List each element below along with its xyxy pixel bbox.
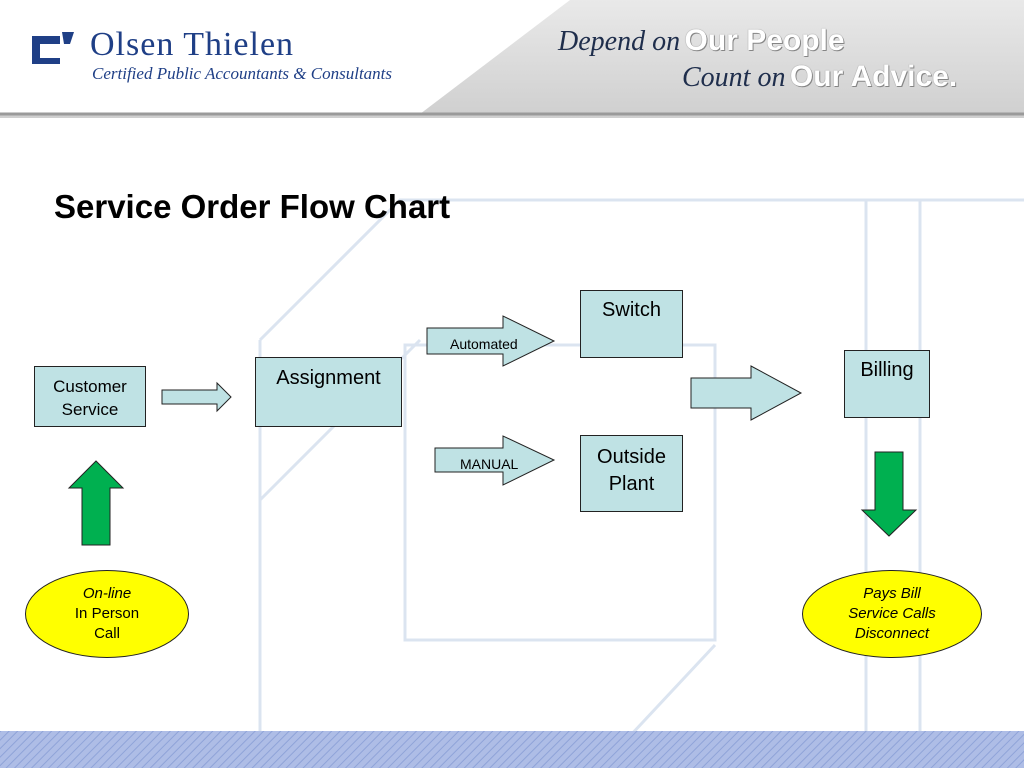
manual-label: MANUAL (460, 456, 519, 472)
header-banner: Olsen Thielen Certified Public Accountan… (0, 0, 1024, 118)
arrow-customer-to-assignment (161, 381, 232, 413)
ellipse-left: On-line In Person Call (25, 570, 189, 658)
node-billing: Billing (844, 350, 930, 418)
node-switch: Switch (580, 290, 683, 358)
node-outside-plant: Outside Plant (580, 435, 683, 512)
header-background (0, 0, 1024, 118)
logo-icon (32, 32, 74, 64)
green-arrow-up (67, 460, 125, 546)
ellipse-left-line1: On-line (82, 585, 132, 602)
green-arrow-down (860, 451, 918, 537)
switch-label: Switch (602, 299, 661, 321)
ellipse-right-line1: Pays Bill (863, 585, 921, 602)
logo-subtitle: Certified Public Accountants & Consultan… (92, 64, 393, 83)
arrow-manual (434, 435, 556, 486)
ellipse-left-line3: Call (94, 625, 120, 642)
ellipse-right: Pays Bill Service Calls Disconnect (802, 570, 982, 658)
arrow-to-billing (690, 365, 803, 421)
footer-bar (0, 731, 1024, 768)
node-assignment: Assignment (255, 357, 402, 427)
ellipse-right-line3: Disconnect (854, 625, 930, 642)
automated-label: Automated (450, 336, 518, 352)
outside-plant-line1: Outside (597, 446, 666, 468)
ellipse-left-line2: In Person (74, 605, 140, 622)
tagline-our-advice: Our Advice. (789, 60, 958, 93)
page-title: Service Order Flow Chart (54, 188, 451, 225)
tagline-depend: Depend on (558, 26, 681, 57)
tagline-count: Count on (682, 62, 786, 93)
node-customer-service: Customer Service (34, 366, 146, 427)
tagline-line-1: Depend on Our People (558, 24, 845, 58)
assignment-label: Assignment (276, 367, 381, 389)
logo-name: Olsen Thielen (90, 26, 295, 63)
arrow-automated (426, 315, 556, 367)
outside-plant-line2: Plant (608, 473, 655, 495)
tagline-our-people: Our People (684, 24, 845, 57)
tagline-line-2: Count on Our Advice. (682, 60, 957, 94)
customer-service-line2: Service (61, 400, 119, 419)
billing-label: Billing (860, 359, 914, 381)
ellipse-right-line2: Service Calls (848, 605, 936, 622)
customer-service-line1: Customer (53, 377, 127, 396)
